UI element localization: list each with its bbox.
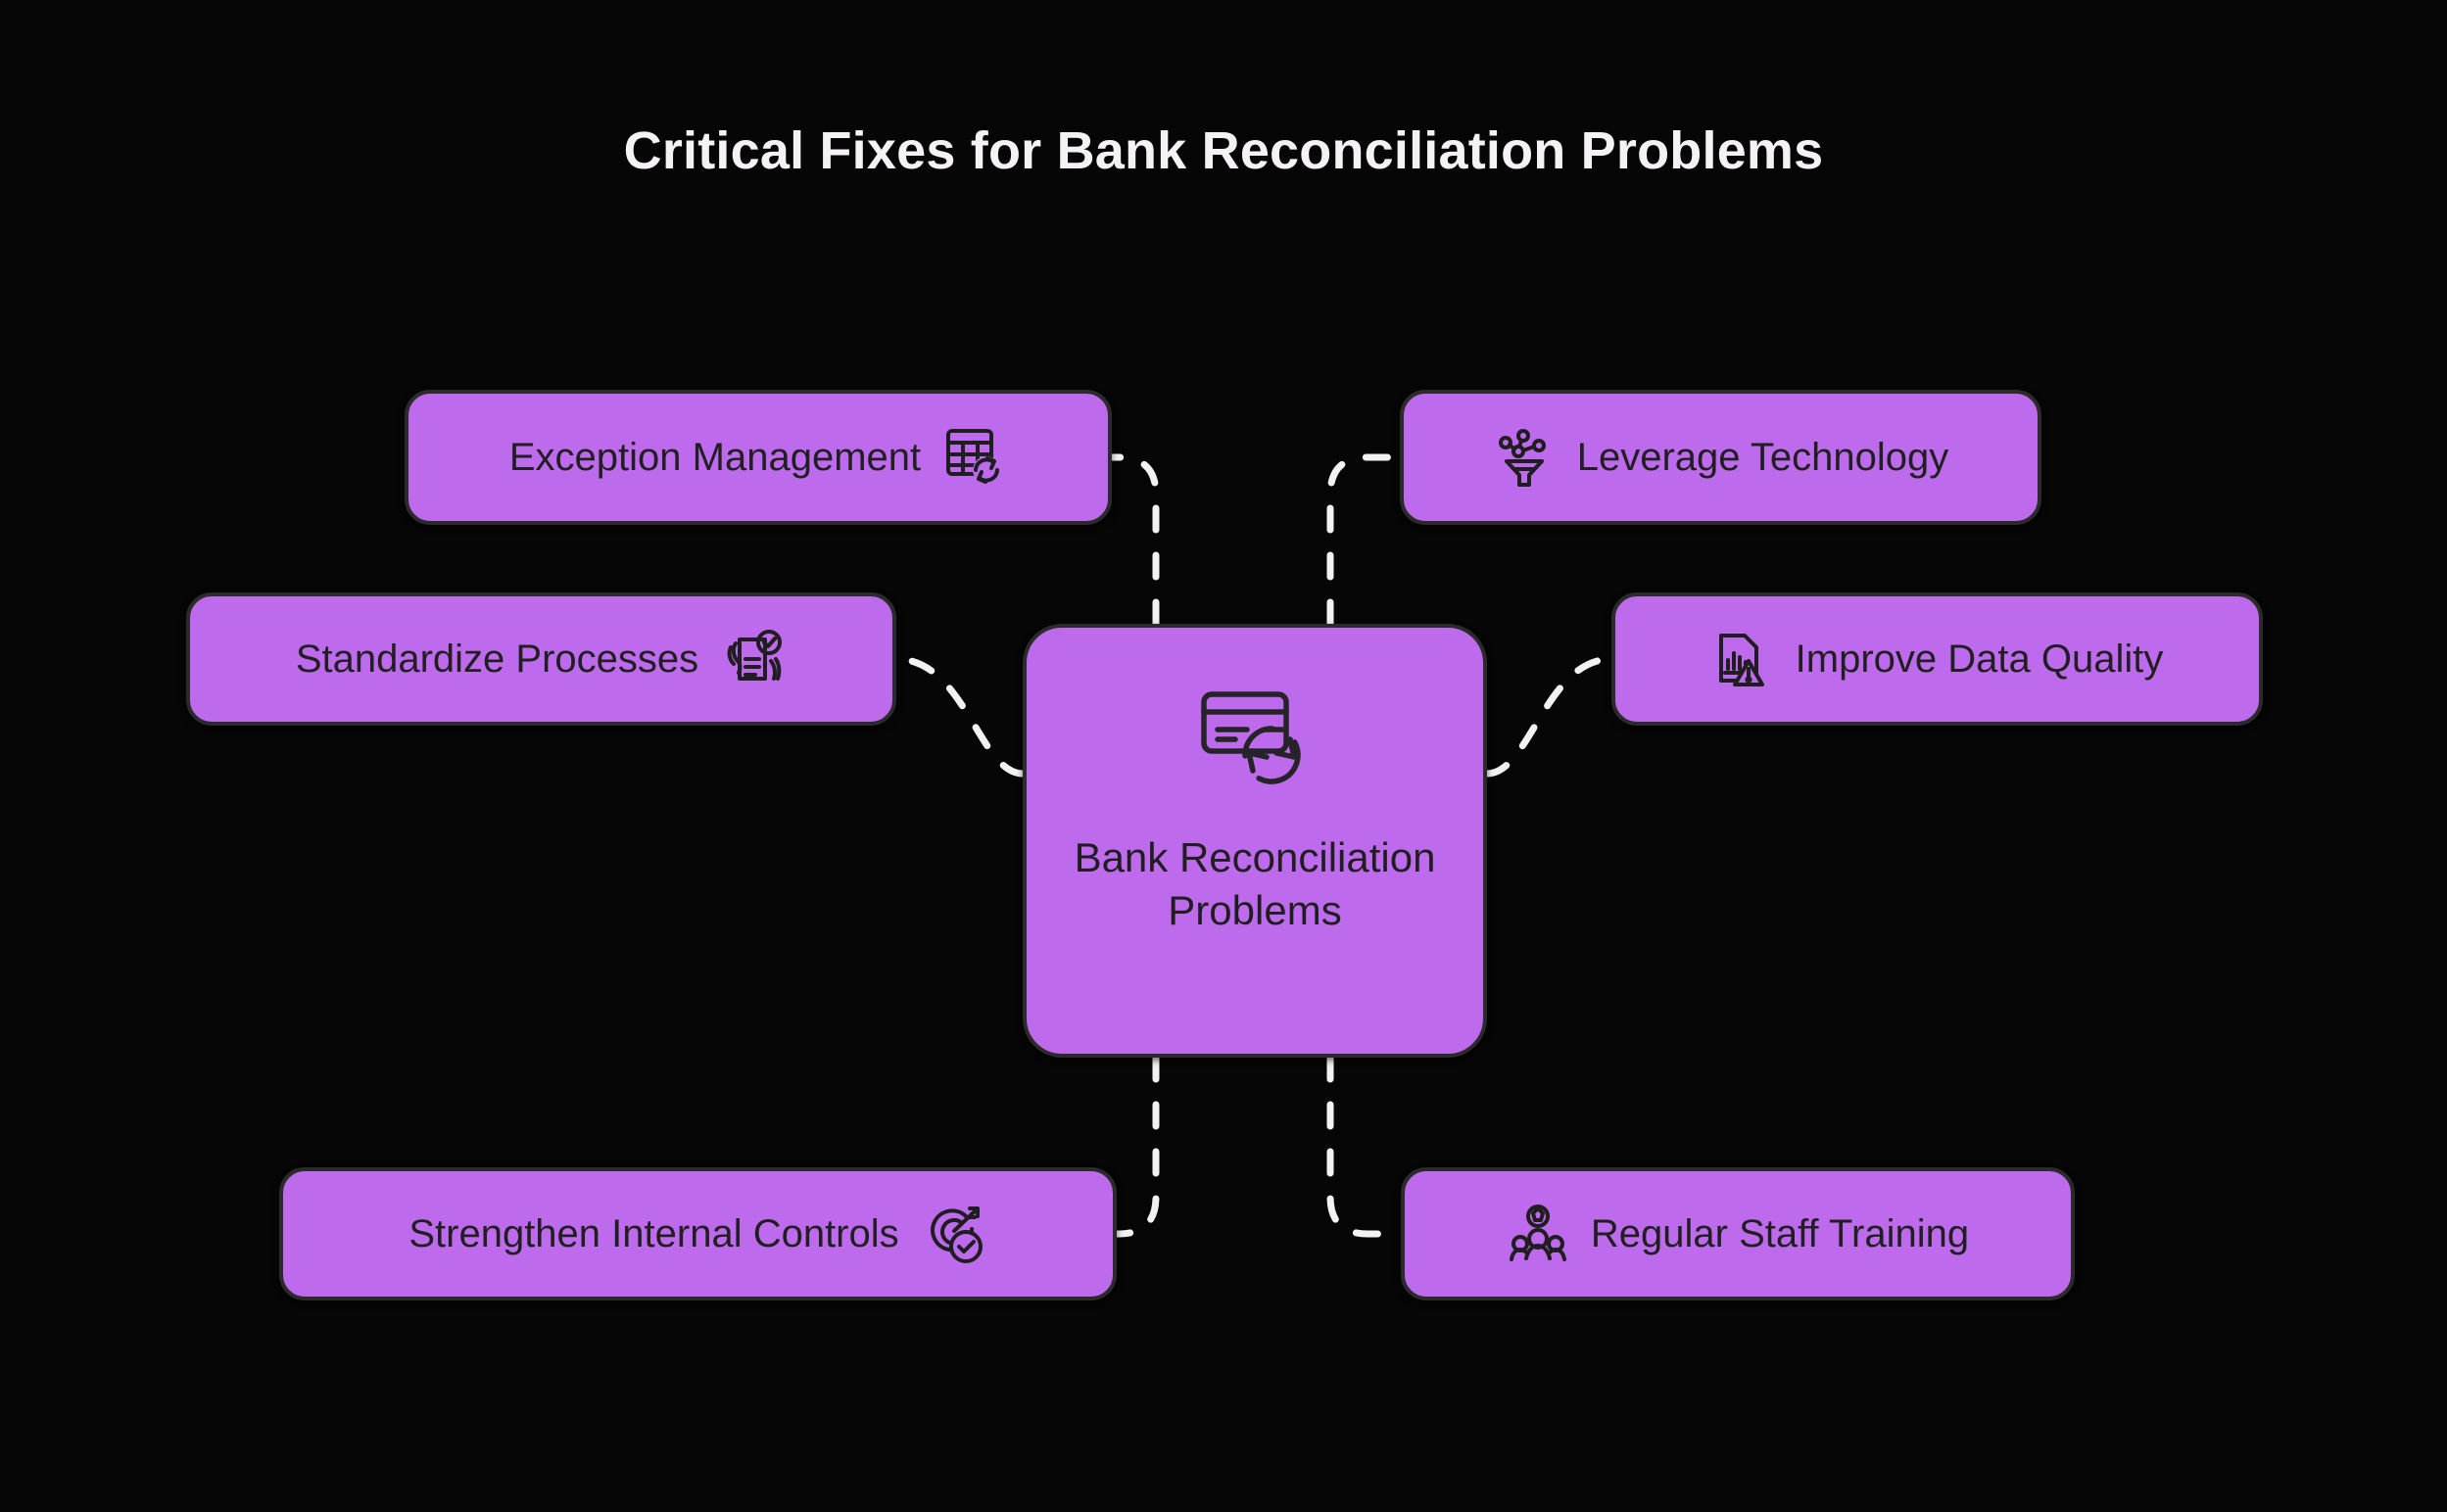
table-sync-icon: [942, 425, 1007, 490]
node-label-standardize-processes: Standardize Processes: [295, 638, 699, 681]
connector-center-strengthen: [1113, 1054, 1160, 1238]
credit-card-sync-icon: [1196, 683, 1314, 792]
connector-center-standardize: [892, 655, 1027, 778]
node-label-improve-data-quality: Improve Data Quality: [1795, 638, 2164, 681]
connector-center-leverage: [1326, 453, 1404, 628]
connector-center-training: [1326, 1054, 1405, 1238]
target-arrow-check-icon: [921, 1201, 987, 1267]
node-improve-data-quality[interactable]: Improve Data Quality: [1611, 592, 2263, 726]
connector-center-exception: [1108, 453, 1160, 628]
node-standardize-processes[interactable]: Standardize Processes: [186, 592, 896, 726]
node-leverage-technology[interactable]: Leverage Technology: [1400, 390, 2041, 525]
node-label-regular-staff-training: Regular Staff Training: [1590, 1212, 1970, 1255]
page-title: Critical Fixes for Bank Reconciliation P…: [623, 121, 1824, 180]
document-chart-warning-icon: [1711, 628, 1774, 690]
node-regular-staff-training[interactable]: Regular Staff Training: [1401, 1167, 2075, 1300]
node-exception-management[interactable]: Exception Management: [405, 390, 1112, 525]
node-label-exception-management: Exception Management: [508, 436, 922, 479]
node-strengthen-internal-controls[interactable]: Strengthen Internal Controls: [279, 1167, 1117, 1300]
center-node-bank-reconciliation-problems[interactable]: Bank Reconciliation Problems: [1023, 624, 1487, 1058]
people-group-icon: [1507, 1203, 1569, 1265]
node-label-strengthen-internal-controls: Strengthen Internal Controls: [408, 1212, 899, 1255]
connector-center-dataquality: [1483, 655, 1615, 778]
network-funnel-icon: [1493, 426, 1556, 489]
node-label-leverage-technology: Leverage Technology: [1576, 436, 1949, 479]
checklist-hand-icon: [720, 626, 787, 692]
center-node-label: Bank Reconciliation Problems: [1074, 834, 1436, 933]
